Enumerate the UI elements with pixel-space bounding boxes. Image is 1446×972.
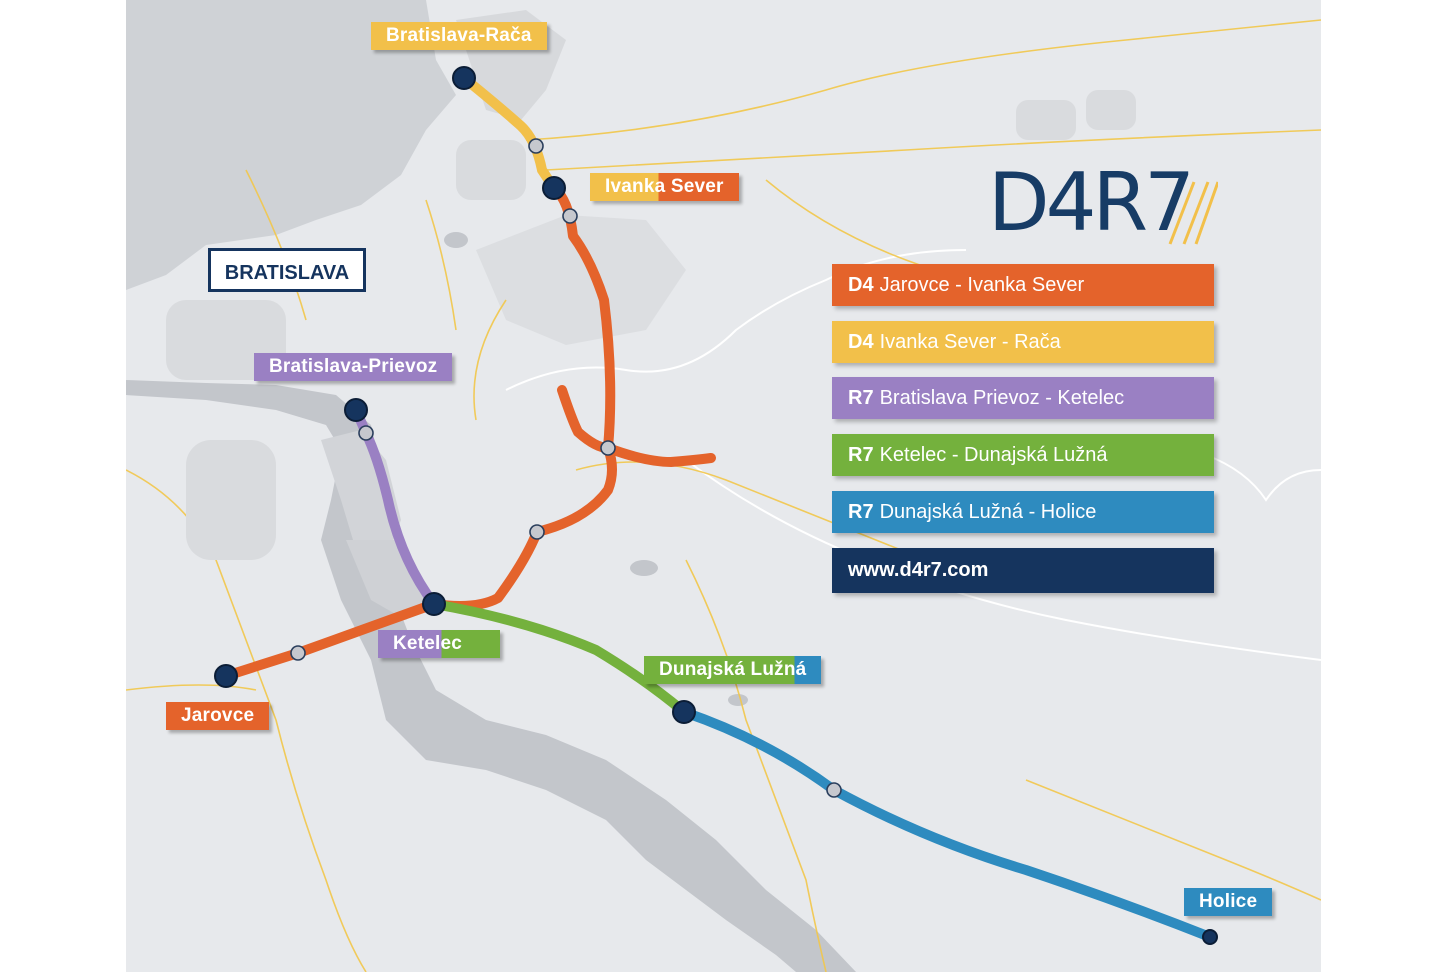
label-bratislava-prievoz: Bratislava-Prievoz — [254, 353, 453, 381]
lake — [444, 232, 468, 248]
legend-text: Ivanka Sever - Rača — [879, 331, 1061, 353]
small-river — [1205, 454, 1321, 502]
junction-holice[interactable] — [1202, 929, 1218, 945]
legend-text: Bratislava Prievoz - Ketelec — [879, 387, 1125, 409]
lake — [630, 560, 658, 576]
map-canvas: Bratislava-Rača Ivanka Sever Bratislava-… — [126, 0, 1321, 972]
interchange — [529, 524, 545, 540]
lake — [728, 694, 748, 706]
interchange — [600, 440, 616, 456]
route-r7-prievoz-ketelec[interactable] — [351, 405, 439, 609]
urban-areas — [166, 90, 1136, 560]
legend-text: Dunajská Lužná - Holice — [879, 501, 1097, 523]
legend-code: R7 — [848, 501, 874, 523]
legend-text: Ketelec - Dunajská Lužná — [879, 444, 1108, 466]
danube-river — [126, 380, 856, 972]
junction-dunajska-luzna[interactable] — [672, 700, 696, 724]
legend-code: D4 — [848, 331, 874, 353]
route-r7-dunajska-holice[interactable] — [679, 707, 1215, 942]
junction-bratislava-raca[interactable] — [452, 66, 476, 90]
legend-code: D4 — [848, 274, 874, 296]
city-label-bratislava: BRATISLAVA — [208, 248, 366, 292]
small-river — [685, 459, 1321, 661]
label-dunajska-luzna: Dunajská Lužná — [644, 656, 822, 684]
route-r7-ketelec-dunajska[interactable] — [429, 599, 689, 717]
junction-ivanka-sever[interactable] — [542, 176, 566, 200]
route-d4-branch[interactable] — [557, 385, 716, 468]
routes-layer — [214, 66, 1218, 945]
d4r7-logo-mark: D4R7 — [988, 156, 1220, 249]
interchange — [562, 208, 578, 224]
junction-bratislava-prievoz[interactable] — [344, 398, 368, 422]
airport-area — [476, 215, 686, 345]
junction-jarovce[interactable] — [214, 664, 238, 688]
logo-text: D4R7 — [988, 162, 1191, 249]
route-d4-jarovce-ivanka[interactable] — [221, 183, 617, 681]
interchange — [358, 425, 374, 441]
label-ivanka-sever: Ivanka Sever — [590, 173, 739, 201]
label-ketelec: Ketelec — [378, 630, 500, 658]
website-link[interactable]: www.d4r7.com — [832, 548, 1214, 593]
label-holice: Holice — [1184, 888, 1273, 916]
label-bratislava-raca: Bratislava-Rača — [371, 22, 547, 50]
interchange — [290, 645, 306, 661]
basemap — [126, 0, 1321, 972]
route-d4-ivanka-raca[interactable] — [459, 73, 559, 193]
legend-code: R7 — [848, 444, 874, 466]
label-jarovce: Jarovce — [166, 702, 270, 730]
junctions — [214, 66, 1218, 945]
legend-code: R7 — [848, 387, 874, 409]
junction-ketelec[interactable] — [422, 592, 446, 616]
interchange — [528, 138, 544, 154]
d4r7-logo: D4R7 — [988, 156, 1220, 271]
logo-stripes — [1168, 181, 1220, 245]
legend-text: Jarovce - Ivanka Sever — [879, 274, 1085, 296]
small-river — [505, 249, 967, 391]
interchanges — [290, 138, 842, 798]
hills-area — [126, 0, 456, 290]
interchange — [826, 782, 842, 798]
